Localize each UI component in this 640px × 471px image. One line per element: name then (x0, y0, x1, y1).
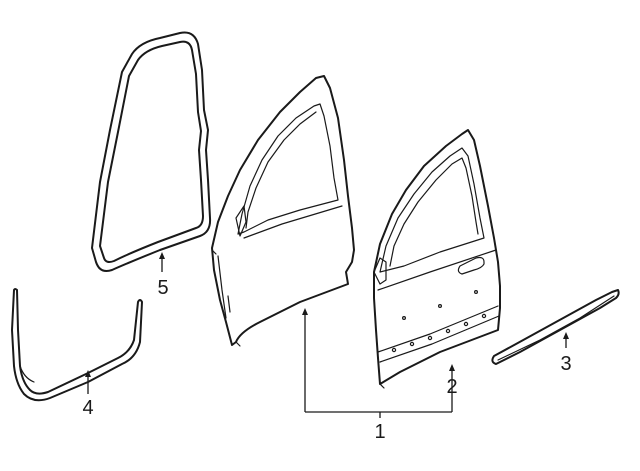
part-1-front-door-shell (211, 75, 355, 347)
part-3-body-side-molding (491, 289, 620, 365)
callout-label-5: 5 (157, 277, 168, 299)
callout-leaders (85, 252, 569, 418)
callout-label-4: 4 (82, 397, 93, 419)
part-4-lower-seal-strip (11, 288, 143, 402)
part-5-weatherstrip-seal (91, 31, 212, 272)
callout-label-2: 2 (446, 376, 457, 398)
callout-label-1: 1 (374, 421, 385, 443)
part-2-front-door-assembly (373, 129, 501, 389)
callout-label-3: 3 (560, 353, 571, 375)
